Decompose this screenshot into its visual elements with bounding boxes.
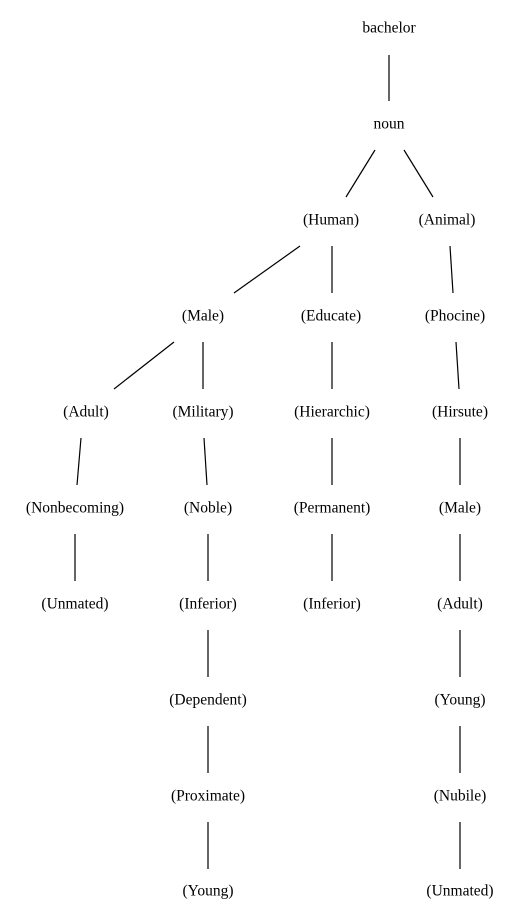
tree-node-noble: (Noble) bbox=[183, 499, 233, 517]
tree-node-young1: (Young) bbox=[434, 691, 486, 709]
tree-node-young2: (Young) bbox=[182, 882, 234, 900]
tree-node-male1: (Male) bbox=[181, 307, 225, 325]
edge-noun-animal bbox=[403, 149, 434, 198]
tree-node-noun: noun bbox=[373, 115, 405, 133]
tree-node-animal: (Animal) bbox=[418, 211, 476, 229]
tree-node-proximate: (Proximate) bbox=[170, 787, 246, 805]
edge-noun-human bbox=[345, 149, 376, 198]
tree-node-phocine: (Phocine) bbox=[424, 307, 486, 325]
tree-node-male2: (Male) bbox=[438, 499, 482, 517]
tree-node-educate: (Educate) bbox=[300, 307, 362, 325]
tree-node-hirsute: (Hirsute) bbox=[432, 403, 488, 421]
tree-node-dependent: (Dependent) bbox=[169, 691, 247, 709]
tree-node-human: (Human) bbox=[303, 211, 359, 229]
tree-node-adult2: (Adult) bbox=[437, 595, 483, 613]
tree-node-military: (Military) bbox=[172, 403, 234, 421]
tree-node-nonbecoming: (Nonbecoming) bbox=[25, 499, 125, 517]
tree-node-hierarchic: (Hierarchic) bbox=[294, 403, 370, 421]
tree-node-permanent: (Permanent) bbox=[293, 499, 371, 517]
edge-human-male1 bbox=[233, 245, 301, 294]
tree-node-adult1: (Adult) bbox=[63, 403, 109, 421]
tree-node-unmated1: (Unmated) bbox=[41, 595, 109, 613]
tree-node-unmated2: (Unmated) bbox=[426, 882, 494, 900]
edge-animal-phocine bbox=[449, 245, 454, 294]
tree-node-inferior1: (Inferior) bbox=[179, 595, 237, 613]
edge-adult1-nonbecoming bbox=[76, 437, 82, 486]
tree-node-nubile: (Nubile) bbox=[433, 787, 487, 805]
tree-node-inferior2: (Inferior) bbox=[303, 595, 361, 613]
edge-phocine-hirsute bbox=[455, 341, 460, 390]
edge-male1-adult1 bbox=[113, 341, 175, 390]
edge-military-noble bbox=[203, 437, 208, 486]
tree-node-bachelor: bachelor bbox=[362, 19, 416, 37]
